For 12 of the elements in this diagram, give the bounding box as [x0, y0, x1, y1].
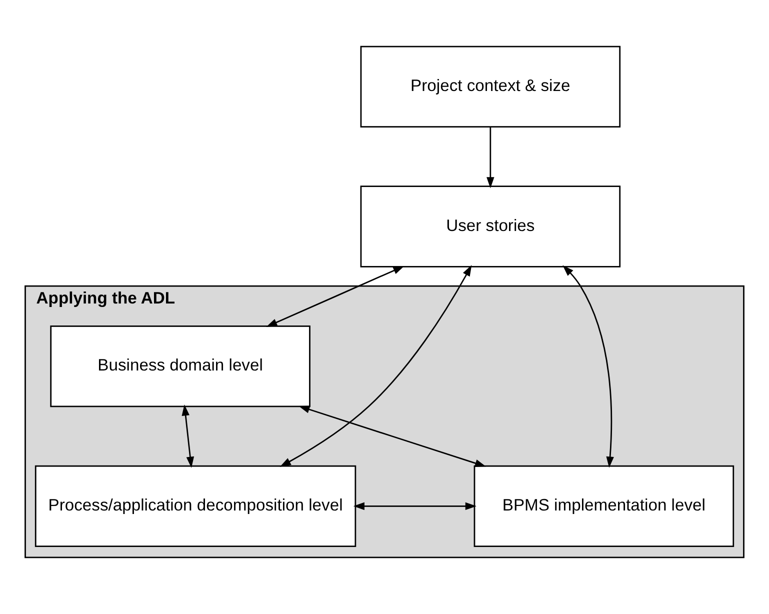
- node-box: Process/application decomposition level: [34, 464, 356, 546]
- node-box: BPMS implementation level: [474, 464, 734, 546]
- node-box: Project context & size: [360, 45, 621, 128]
- arrow: [266, 265, 404, 327]
- node-box: User stories: [360, 185, 621, 267]
- arrow: [298, 405, 486, 466]
- arrow: [562, 264, 614, 468]
- arrow: [182, 404, 194, 468]
- arrow: [280, 264, 472, 466]
- arrow: [486, 126, 494, 188]
- node-box: Business domain level: [50, 325, 310, 407]
- arrow: [353, 502, 476, 510]
